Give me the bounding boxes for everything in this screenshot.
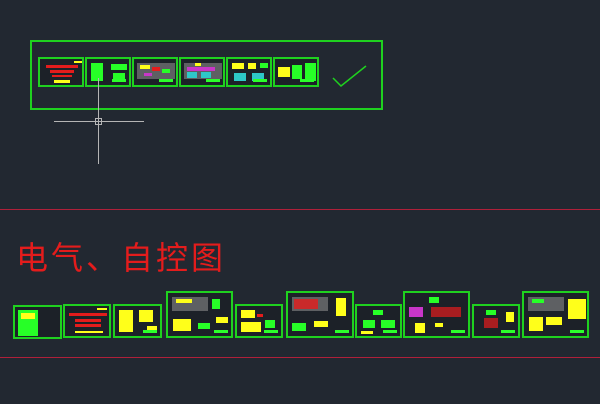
bottom-sheet-10[interactable] <box>522 291 589 338</box>
section-title: 电气、自控图 <box>16 239 227 277</box>
top-sheet-2[interactable] <box>85 57 131 87</box>
crosshair-cursor-icon <box>54 78 144 164</box>
bottom-sheet-4[interactable] <box>166 291 233 338</box>
checkmark-icon <box>332 65 367 88</box>
top-sheet-6[interactable] <box>273 57 319 87</box>
bottom-sheet-1[interactable] <box>13 305 62 339</box>
section-divider-bottom <box>0 357 600 358</box>
top-selection-frame[interactable] <box>30 40 383 110</box>
top-sheet-4[interactable] <box>179 57 225 87</box>
bottom-sheet-3[interactable] <box>113 304 162 338</box>
top-sheet-5[interactable] <box>226 57 272 87</box>
top-sheet-3[interactable] <box>132 57 178 87</box>
section-divider-top <box>0 209 600 210</box>
bottom-sheet-5[interactable] <box>235 304 283 338</box>
bottom-sheet-9[interactable] <box>472 304 520 338</box>
bottom-sheet-6[interactable] <box>286 291 354 338</box>
bottom-sheet-2[interactable] <box>63 304 111 338</box>
top-sheet-1[interactable] <box>38 57 84 87</box>
bottom-sheet-8[interactable] <box>403 291 470 338</box>
bottom-sheet-7[interactable] <box>355 304 402 338</box>
